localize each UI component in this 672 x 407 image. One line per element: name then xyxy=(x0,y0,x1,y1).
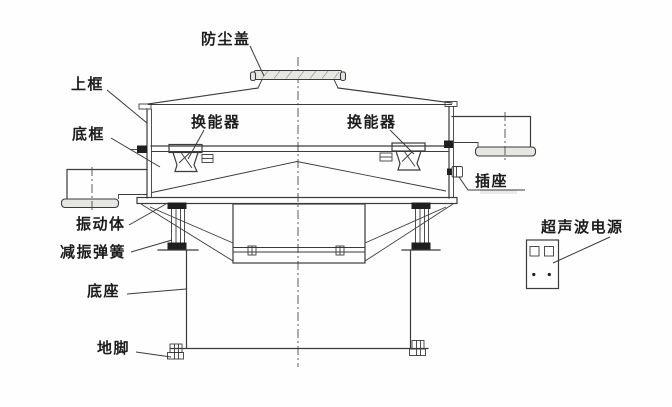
lid-cone xyxy=(138,87,458,110)
label-base: 底座 xyxy=(87,282,120,300)
foot-right-shape xyxy=(409,340,426,356)
screen-cone xyxy=(151,161,447,193)
transducer-left-shape xyxy=(168,143,214,173)
label-transducer-right: 换能器 xyxy=(347,113,397,131)
label-bottom-frame: 底框 xyxy=(72,125,105,143)
dust-cover-shape xyxy=(249,69,347,89)
socket-shape xyxy=(447,166,463,178)
spring-left xyxy=(167,202,187,250)
label-damping-spring: 减振弹簧 xyxy=(60,243,126,261)
label-dust-cover: 防尘盖 xyxy=(201,30,251,48)
funnel-braces xyxy=(140,203,454,262)
base-stand xyxy=(157,249,441,350)
scan-artifact xyxy=(480,190,517,194)
transducer-right-shape xyxy=(379,142,426,171)
label-anchor-foot: 地脚 xyxy=(97,339,130,357)
label-ultrasonic-power: 超声波电源 xyxy=(540,218,624,236)
spring-right xyxy=(411,202,431,250)
foot-left-shape xyxy=(167,343,184,360)
chute-left xyxy=(60,167,148,210)
chute-right xyxy=(451,112,537,160)
label-vibrating-body: 振动体 xyxy=(76,215,126,233)
frame-walls xyxy=(146,105,454,199)
label-socket: 插座 xyxy=(475,172,508,190)
label-transducer-left: 换能器 xyxy=(191,113,241,131)
power-supply-box xyxy=(525,239,560,290)
leader-lines xyxy=(106,45,611,358)
motor-box xyxy=(232,203,366,264)
label-upper-frame: 上框 xyxy=(71,75,104,93)
